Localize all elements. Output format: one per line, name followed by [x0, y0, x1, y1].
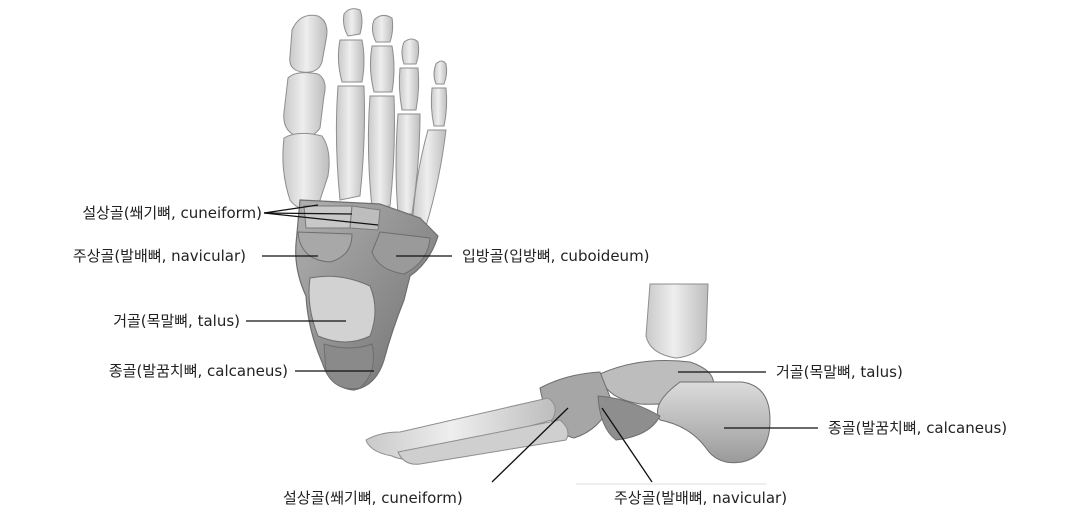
- label-dorsal-calcaneus: 종골(발꿈치뼈, calcaneus): [109, 362, 288, 380]
- tarsal-bones: [296, 200, 438, 390]
- big-toe-bones: [283, 15, 329, 209]
- label-dorsal-talus: 거골(목말뼈, talus): [113, 312, 240, 330]
- dorsal-foot: [283, 9, 447, 390]
- lateral-calcaneus: [658, 382, 771, 463]
- label-lateral-talus: 거골(목말뼈, talus): [776, 363, 903, 381]
- label-dorsal-navicular: 주상골(발배뼈, navicular): [73, 247, 246, 265]
- second-toe-bones: [336, 9, 364, 200]
- label-dorsal-cuboid: 입방골(입방뼈, cuboideum): [462, 247, 650, 265]
- label-lateral-cuneiform: 설상골(쐐기뼈, cuneiform): [283, 489, 463, 507]
- lateral-foot: [366, 284, 770, 484]
- tibia-fibula: [646, 284, 708, 358]
- label-lateral-navicular: 주상골(발배뼈, navicular): [614, 489, 787, 507]
- label-lateral-calcaneus: 종골(발꿈치뼈, calcaneus): [828, 419, 1007, 437]
- label-dorsal-cuneiform: 설상골(쐐기뼈, cuneiform): [82, 204, 262, 222]
- third-toe-bones: [368, 15, 394, 208]
